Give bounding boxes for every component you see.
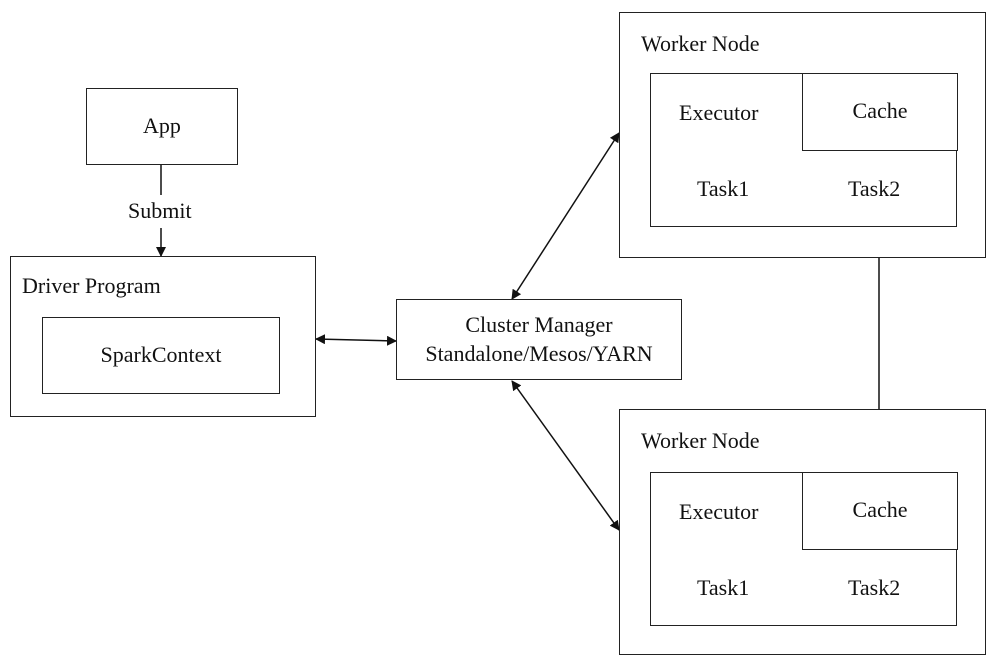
worker-node-1-executor-label: Executor bbox=[679, 100, 759, 125]
worker-node-2-task2-label: Task2 bbox=[848, 575, 901, 600]
cluster-manager-title: Cluster Manager bbox=[465, 311, 613, 337]
worker-node-2-cache-box: Cache bbox=[802, 471, 958, 550]
worker-node-2-cache-label: Cache bbox=[852, 497, 908, 523]
submit-label: Submit bbox=[126, 198, 194, 225]
driver-cluster-arrow bbox=[315, 334, 397, 346]
worker-node-1-title: Worker Node bbox=[641, 31, 760, 56]
cluster-manager-box: Cluster Manager Standalone/Mesos/YARN bbox=[396, 299, 682, 380]
cluster-manager-modes: Standalone/Mesos/YARN bbox=[425, 340, 653, 366]
spark-context-box: SparkContext bbox=[42, 317, 280, 394]
worker-node-1-executor-box: Executor Cache Task1 Task2 bbox=[650, 72, 958, 227]
worker-node-1: Worker Node Executor Cache Task1 Task2 bbox=[619, 12, 986, 258]
cluster-worker2-arrow bbox=[511, 380, 620, 531]
worker-node-2-title: Worker Node bbox=[641, 428, 760, 453]
worker-node-1-cache-label: Cache bbox=[852, 98, 908, 124]
driver-program-title: Driver Program bbox=[22, 273, 161, 298]
worker-node-2-executor-label: Executor bbox=[679, 499, 759, 524]
worker-node-1-cache-box: Cache bbox=[802, 72, 958, 151]
spark-context-label: SparkContext bbox=[100, 342, 222, 368]
worker-node-2-executor-box: Executor Cache Task1 Task2 bbox=[650, 471, 958, 626]
worker-node-1-task1-label: Task1 bbox=[697, 176, 750, 201]
app-box: App bbox=[86, 88, 238, 165]
app-label: App bbox=[143, 113, 181, 139]
worker-node-1-task2-label: Task2 bbox=[848, 176, 901, 201]
worker-node-2-task1-label: Task1 bbox=[697, 575, 750, 600]
driver-program-box: Driver Program SparkContext bbox=[10, 256, 316, 417]
worker-node-2: Worker Node Executor Cache Task1 Task2 bbox=[619, 409, 986, 655]
cluster-worker1-arrow bbox=[511, 132, 620, 300]
